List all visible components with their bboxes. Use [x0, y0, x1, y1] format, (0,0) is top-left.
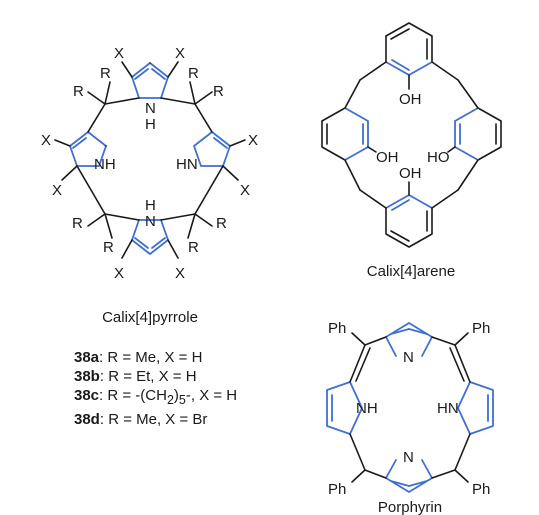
porphyrin-ring-top	[385, 322, 433, 357]
porphyrin-ring-left	[326, 381, 363, 435]
calixpyrrole-r-7: R	[188, 239, 199, 256]
calixpyrrole-hn-right: HN	[176, 156, 198, 173]
compound-desc-post: -, X = H	[185, 387, 238, 404]
calixpyrrole-h-top: H	[145, 116, 156, 133]
calixpyrrole-x-bottom-right: X	[175, 265, 185, 282]
compound-row-38c: 38c: R = -(CH2)5-, X = H	[74, 386, 334, 410]
calixpyrrole-r-8: R	[216, 215, 227, 232]
porphyrin-caption: Porphyrin	[378, 499, 442, 515]
calixarene-ho-right: HO	[427, 149, 450, 166]
arene-ring-top	[385, 22, 433, 76]
calixpyrrole-r-3: R	[188, 65, 199, 82]
calixpyrrole-r-5: R	[72, 215, 83, 232]
porphyrin-ph-bottom-right: Ph	[472, 481, 490, 498]
arene-ring-bottom	[385, 194, 433, 248]
calixarene-oh-bottom: OH	[399, 165, 422, 182]
calixpyrrole-nh-left: NH	[94, 156, 116, 173]
pyrrole-left	[69, 131, 107, 167]
compound-desc: : R = Me, X = H	[99, 349, 203, 366]
porphyrin-hn-right: HN	[437, 400, 459, 417]
porphyrin-meso-bonds	[349, 332, 471, 483]
calixarene-bridges	[344, 61, 479, 209]
calixpyrrole-r-6: R	[103, 239, 114, 256]
compound-subscript: 2	[166, 393, 174, 407]
pyrrole-right	[193, 131, 231, 167]
calixpyrrole-n-bottom: N	[145, 213, 156, 230]
calixpyrrole-h-bottom: H	[145, 197, 156, 214]
porphyrin-ring-bottom	[385, 459, 433, 493]
compound-desc: : R = Et, X = H	[99, 368, 197, 385]
calixarene-oh-top: OH	[399, 91, 422, 108]
compound-row-38b: 38b: R = Et, X = H	[74, 367, 334, 386]
compound-id: 38c	[74, 387, 100, 404]
calixpyrrole-x-left-2: X	[52, 182, 62, 199]
calixarene-oh-left: OH	[376, 149, 399, 166]
porphyrin-n-top: N	[403, 349, 414, 366]
compound-row-38a: 38a: R = Me, X = H	[74, 348, 334, 367]
porphyrin-ring-right	[457, 381, 494, 435]
compound-id: 38d	[74, 411, 100, 428]
porphyrin-ph-top-left: Ph	[328, 320, 346, 337]
porphyrin-nh-left: NH	[356, 400, 378, 417]
calixpyrrole-structure: X X R R R R N H X X NH HN X X H N R R R …	[41, 45, 258, 326]
pyrrole-bottom	[131, 219, 169, 255]
porphyrin-ph-top-right: Ph	[472, 320, 490, 337]
porphyrin-n-bottom: N	[403, 449, 414, 466]
compound-row-38d: 38d: R = Me, X = Br	[74, 410, 334, 429]
calixpyrrole-x-bottom-left: X	[114, 265, 124, 282]
calixpyrrole-x-left-1: X	[41, 132, 51, 149]
compound-subscript-2: 5	[178, 393, 186, 407]
calixpyrrole-r-4: R	[213, 83, 224, 100]
calixarene-structure: OH OH HO OH Calix[4]arene	[321, 22, 502, 280]
pyrrole-top	[131, 62, 169, 99]
compound-id: 38a	[74, 349, 100, 366]
porphyrin-structure: Ph Ph N NH HN N Ph Ph Porphyrin	[326, 320, 494, 515]
compound-legend: 38a: R = Me, X = H 38b: R = Et, X = H 38…	[74, 348, 334, 429]
calixpyrrole-n-top: N	[145, 100, 156, 117]
compound-desc: : R = Me, X = Br	[99, 411, 208, 428]
arene-ring-right	[454, 107, 502, 161]
calixpyrrole-x-right-2: X	[240, 182, 250, 199]
calixarene-caption: Calix[4]arene	[367, 263, 455, 280]
calixpyrrole-x-top-left: X	[114, 45, 124, 62]
compound-desc-pre: : R = -(CH	[99, 387, 167, 404]
compound-id: 38b	[74, 368, 100, 385]
calixpyrrole-r-1: R	[100, 65, 111, 82]
arene-ring-left	[321, 107, 369, 161]
calixpyrrole-r-2: R	[73, 83, 84, 100]
calixpyrrole-x-right-1: X	[248, 132, 258, 149]
calixpyrrole-bonds	[54, 61, 246, 259]
compound-desc-mid: )	[173, 387, 179, 404]
porphyrin-ph-bottom-left: Ph	[328, 481, 346, 498]
calixpyrrole-x-top-right: X	[175, 45, 185, 62]
calixpyrrole-caption: Calix[4]pyrrole	[102, 309, 198, 326]
